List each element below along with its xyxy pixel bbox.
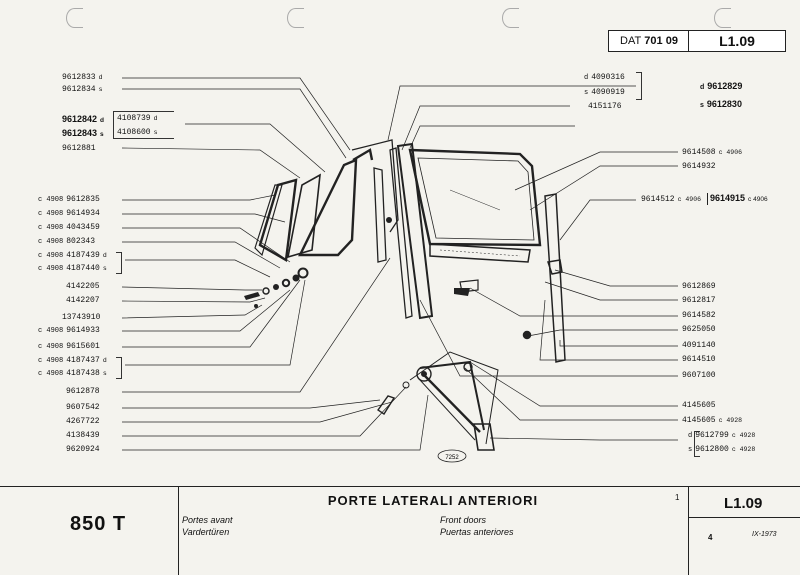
part-label: 9614582 [682, 311, 716, 320]
diagram-callout-text: 7252 [445, 455, 459, 461]
punch-hole [287, 8, 304, 28]
sheet-reference-box: L1.09 [688, 30, 786, 52]
part-label: 4142207 [66, 296, 100, 305]
part-label: 9620924 [66, 445, 100, 454]
part-label: 9614510 [682, 355, 716, 364]
label-bracket [694, 431, 700, 457]
part-label: 4138439 [66, 431, 100, 440]
label-bracket [636, 72, 642, 100]
glass-channels [351, 139, 434, 320]
model-name: 850 T [70, 513, 127, 535]
footer-sheet-ref: L1.09 [724, 495, 763, 512]
title-es: Puertas anteriores [440, 527, 514, 537]
dat-reference-box: DAT 701 09 [608, 30, 690, 52]
sheet-ref: L1.09 [719, 33, 755, 49]
diagram-callout [437, 449, 467, 463]
rear-guide-rail [522, 193, 566, 363]
main-door-glass [408, 148, 542, 263]
reference-cell: L1.09 4 IX-1973 [688, 487, 800, 575]
section-title: PORTE LATERALI ANTERIORI [327, 493, 539, 508]
vent-window-frame [254, 148, 374, 262]
part-label: 9612878 [66, 387, 100, 396]
part-label: 9612881 [62, 144, 96, 153]
issue-date: IX-1973 [752, 531, 777, 538]
part-label: 4267722 [66, 417, 100, 426]
punch-hole [714, 8, 731, 28]
title-cell: PORTE LATERALI ANTERIORI 1 Portes avant … [178, 487, 689, 575]
window-regulator [377, 351, 499, 451]
sheet-footer: 850 T PORTE LATERALI ANTERIORI 1 Portes … [0, 486, 800, 575]
part-label: 9607542 [66, 403, 100, 412]
label-bracket [113, 111, 174, 139]
dat-number: 701 09 [644, 35, 678, 47]
exploded-door-diagram: 7252 [121, 77, 678, 463]
part-label: 9607100 [682, 371, 716, 380]
part-label: 4151176 [588, 102, 622, 111]
punch-hole [66, 8, 83, 28]
part-label: 9625050 [682, 325, 716, 334]
part-label: 9612869 [682, 282, 716, 291]
part-label: 9612817 [682, 296, 716, 305]
part-label: 4091140 [682, 341, 716, 350]
title-de: Vardertüren [182, 527, 230, 537]
title-en: Front doors [440, 515, 487, 525]
part-label: 4145605 [682, 401, 716, 410]
title-marker: 1 [675, 493, 680, 502]
label-bracket [116, 252, 122, 274]
page-number: 4 [708, 533, 713, 542]
leader-lines [121, 77, 678, 451]
part-label: 4142205 [66, 282, 100, 291]
model-cell: 850 T [0, 487, 179, 575]
dat-label: DAT [620, 35, 642, 47]
part-label: 13743910 [62, 313, 101, 322]
title-fr: Portes avant [182, 515, 233, 525]
punch-hole [502, 8, 519, 28]
label-bracket [116, 357, 122, 379]
part-label: 9614932 [682, 162, 716, 171]
small-hardware [244, 217, 479, 308]
